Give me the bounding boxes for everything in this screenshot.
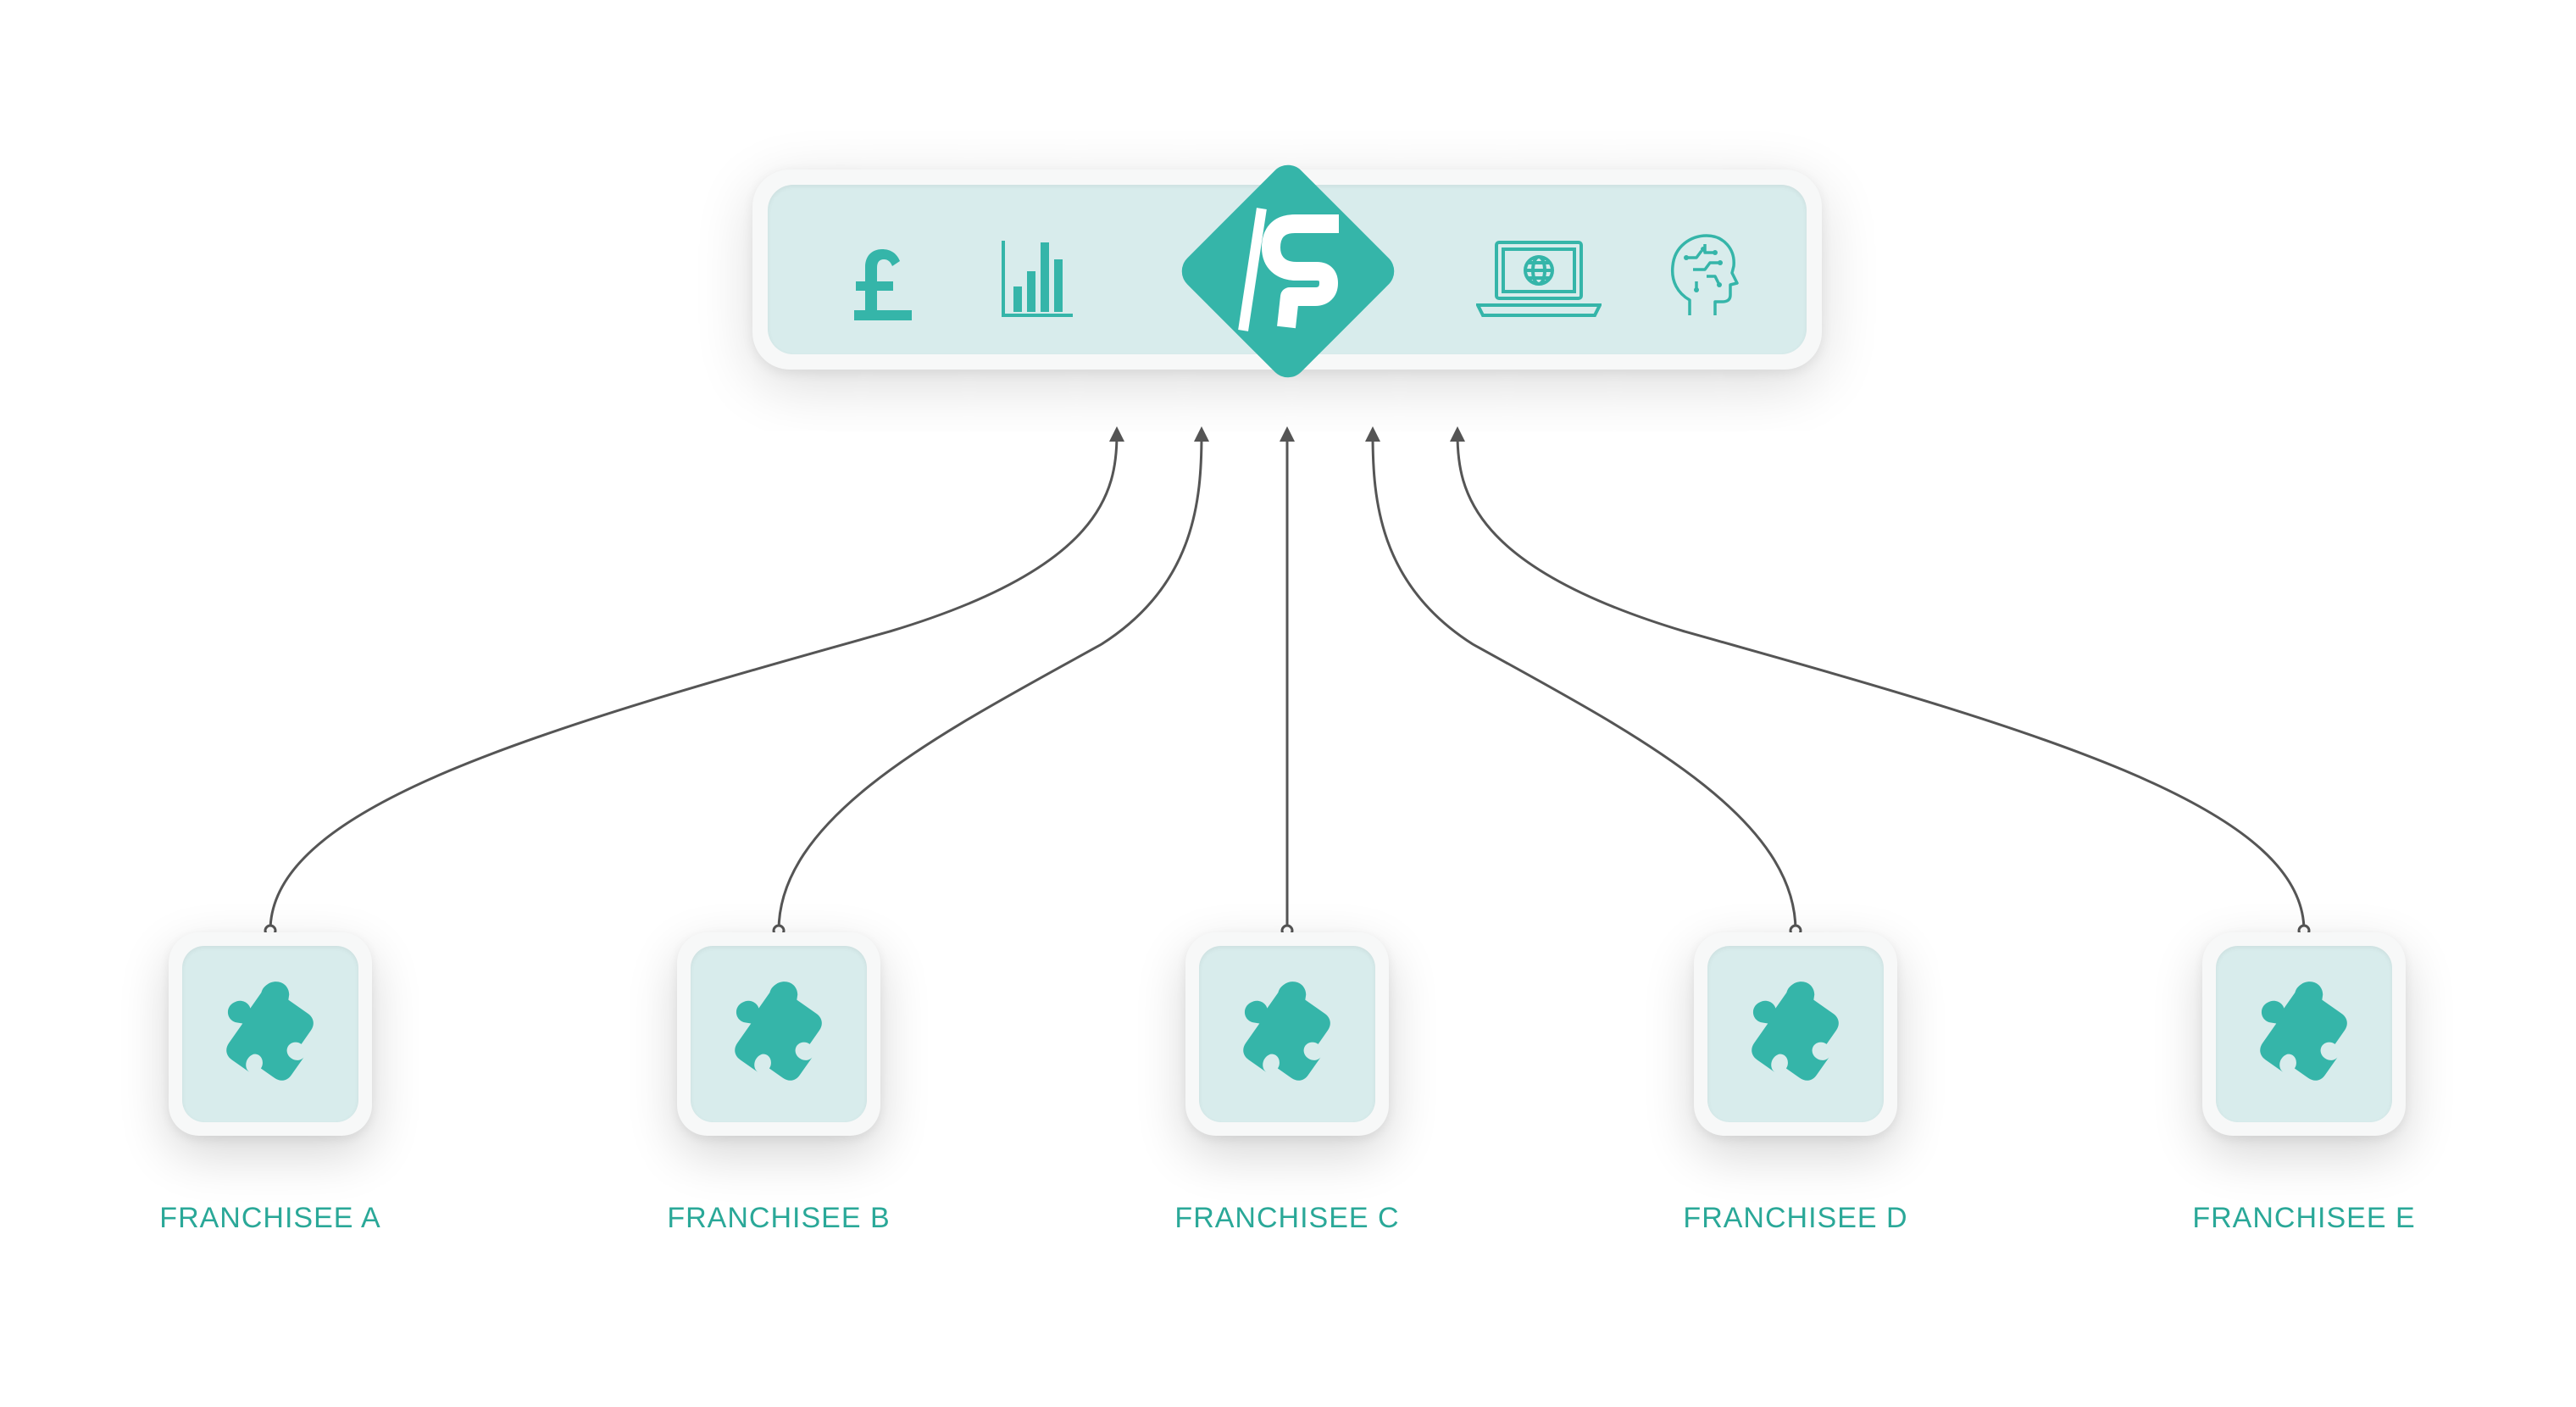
company-logo [1181,164,1395,378]
franchisee-node-d [1694,932,1897,1136]
franchisee-node-panel [1199,946,1375,1122]
franchisee-node-panel [691,946,867,1122]
franchisee-label-e: FRANCHISEE E [2192,1202,2416,1234]
franchisee-label-d: FRANCHISEE D [1683,1202,1908,1234]
franchisee-label-b: FRANCHISEE B [667,1202,891,1234]
franchisee-node-c [1185,932,1389,1136]
franchisee-node-e [2202,932,2406,1136]
connector-b [777,426,1209,932]
franchisee-node-panel [1707,946,1884,1122]
puzzle-piece-icon [735,982,822,1081]
franchisee-node-panel [182,946,358,1122]
franchisee-node-panel [2216,946,2392,1122]
puzzle-piece-icon [2260,982,2347,1081]
franchisee-node-b [677,932,880,1136]
franchisee-label-a: FRANCHISEE A [159,1202,381,1234]
puzzle-piece-icon [226,982,314,1081]
franchisee-node-a [169,932,372,1136]
brain-circuit-icon [1670,234,1739,315]
bar-chart-icon [1002,241,1073,317]
connector-d [1365,426,1797,932]
franchisee-label-c: FRANCHISEE C [1174,1202,1400,1234]
puzzle-piece-icon [1243,982,1330,1081]
pound-sign-icon [854,249,912,320]
connector-a [269,426,1124,932]
laptop-globe-icon [1476,241,1602,317]
connector-e [1450,426,2306,932]
puzzle-piece-icon [1752,982,1839,1081]
